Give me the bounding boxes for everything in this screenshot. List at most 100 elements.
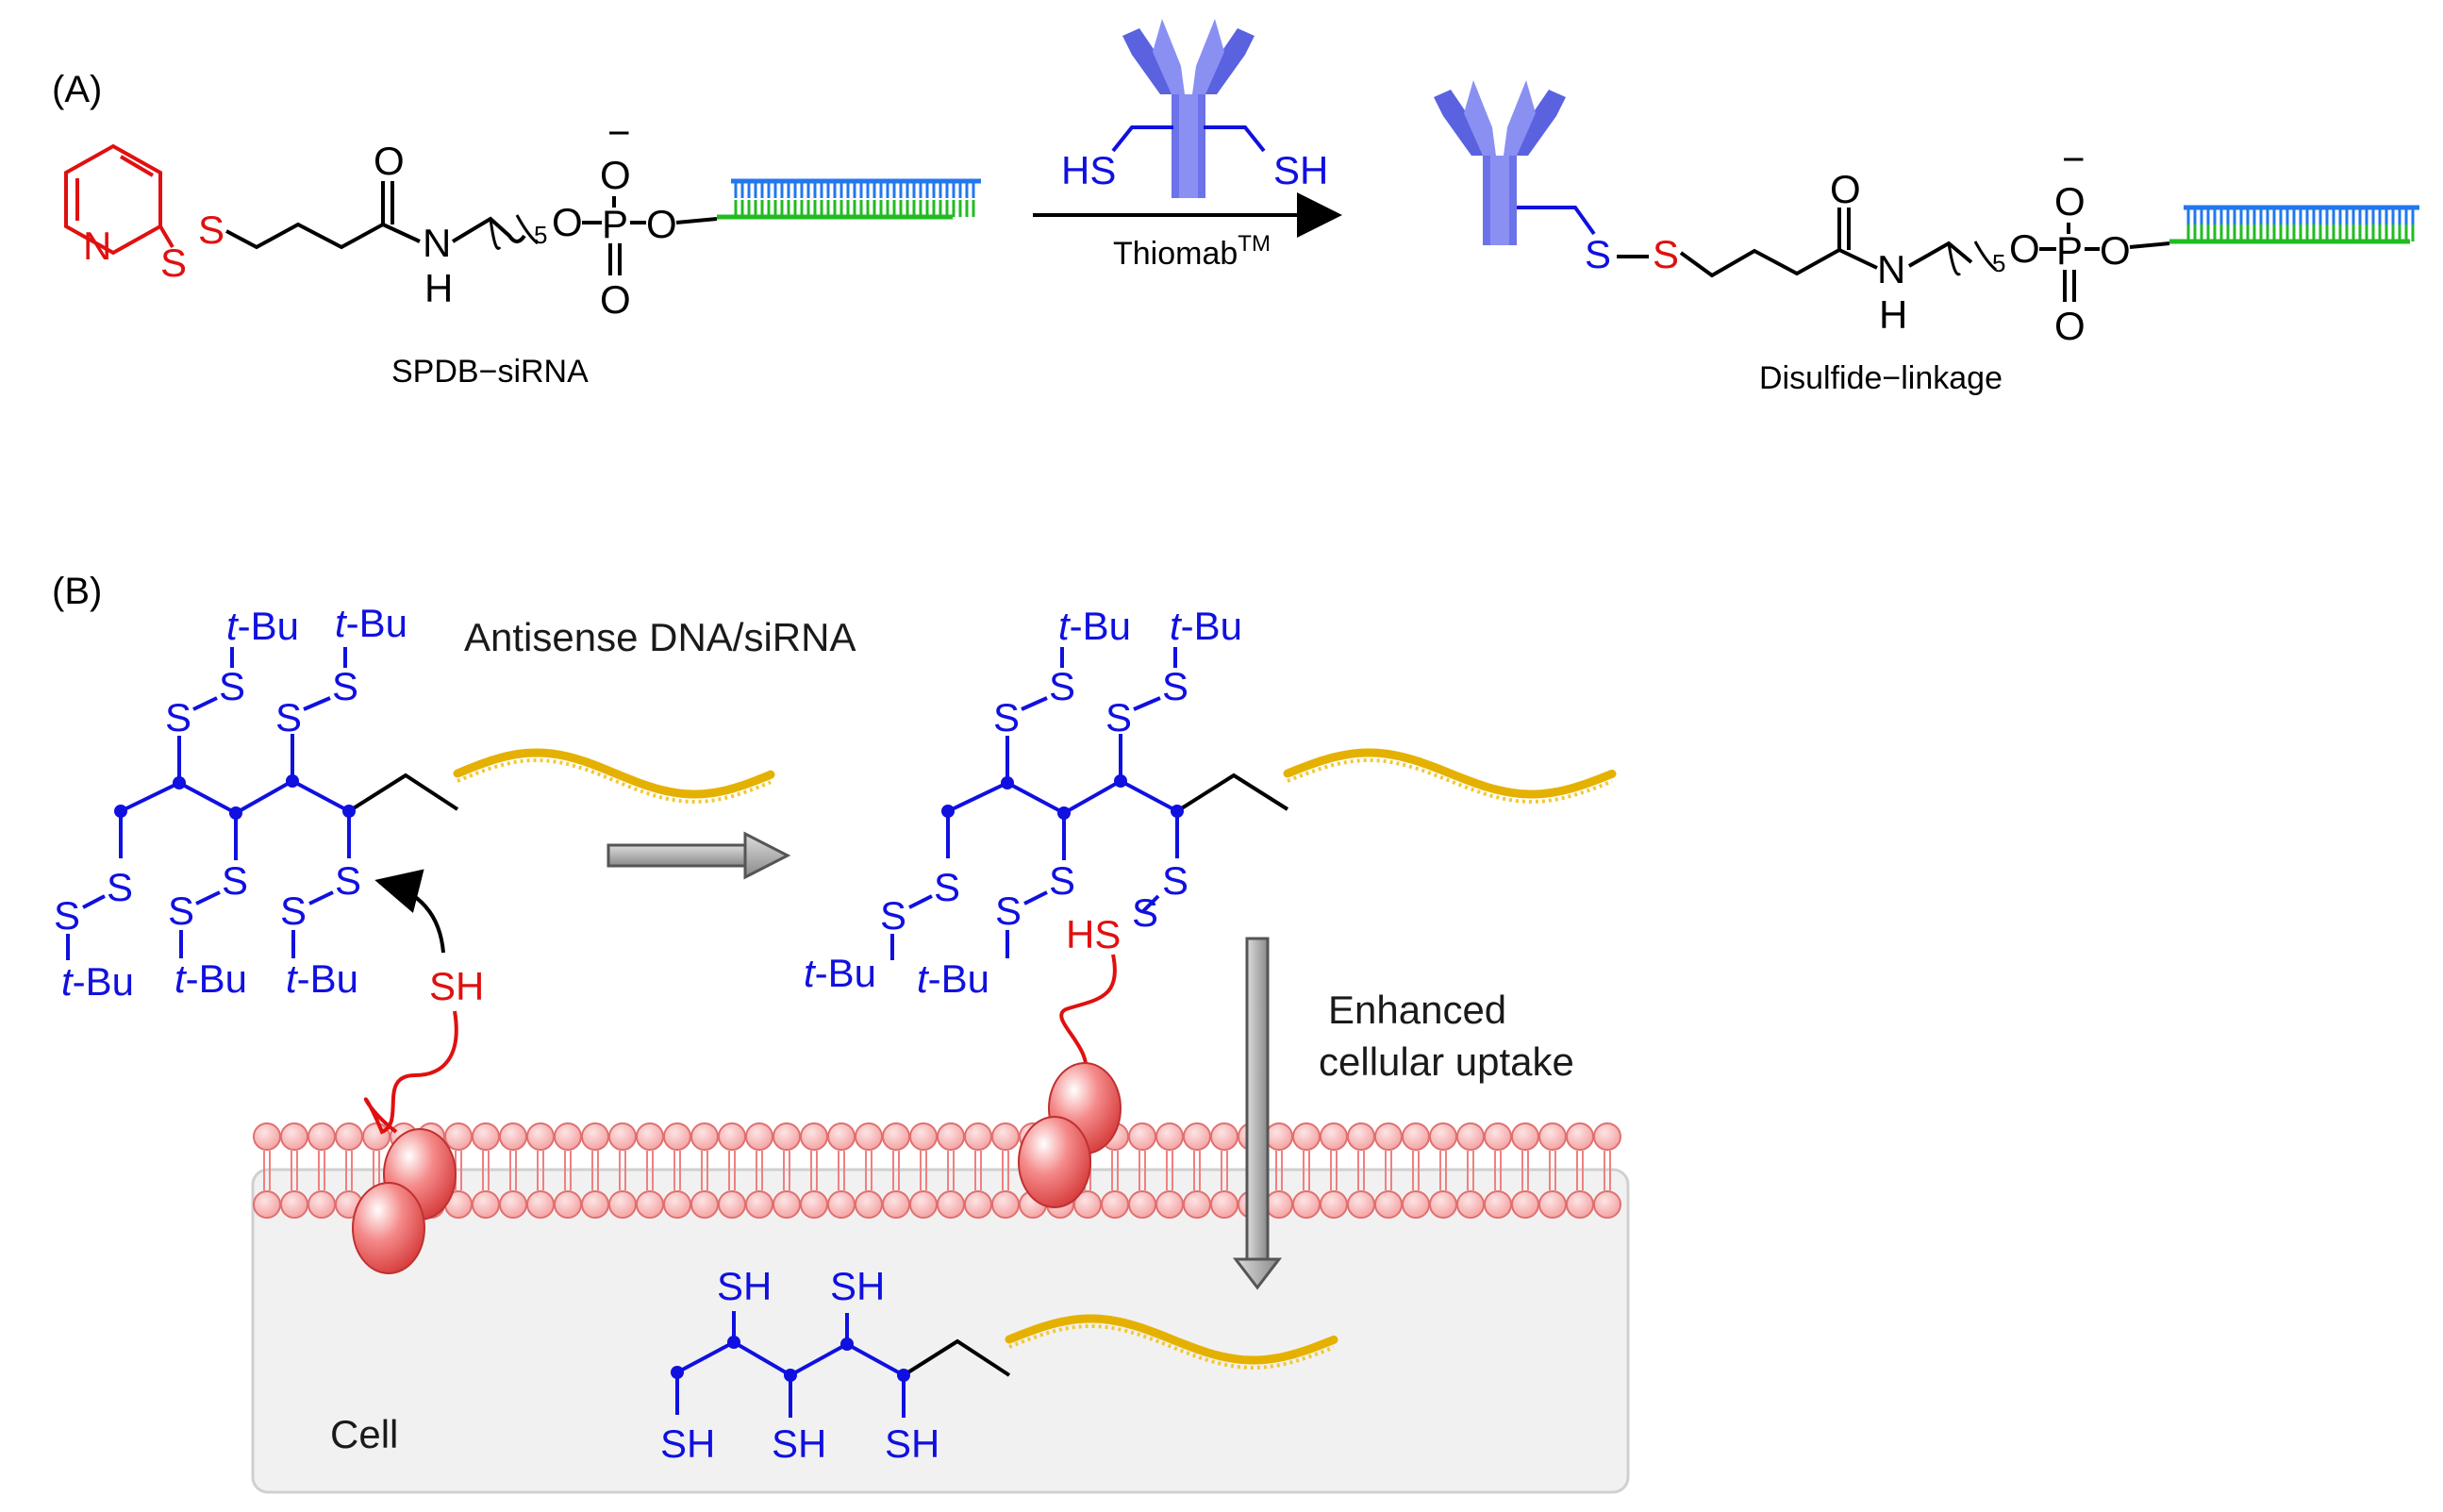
uptake-line2: cellular uptake <box>1319 1039 1574 1084</box>
left-top2-s2: S <box>332 664 358 708</box>
polymer-right-linker <box>1175 773 1289 813</box>
product-sulfur-blue: S <box>1585 232 1611 276</box>
product-carbonyl-oxygen: O <box>1830 167 1861 211</box>
phosphate-o-minus: O <box>600 153 631 197</box>
product-antibody-icon <box>1434 80 1566 245</box>
left-bot3-s1: S <box>335 858 361 903</box>
product-amide-nitrogen: N <box>1877 247 1905 291</box>
amide-hydrogen: H <box>424 266 453 310</box>
panel-a-label: (A) <box>52 69 102 110</box>
left-bot1-s2: S <box>54 893 80 938</box>
block-arrow-vertical <box>1232 937 1283 1290</box>
sirna-duplex-reagent <box>717 178 981 220</box>
product-minus-sign: − <box>2062 137 2086 181</box>
left-bot2-s1: S <box>222 858 248 903</box>
product-linker-chain <box>1679 208 1841 278</box>
right-bot2-s2: S <box>995 889 1022 933</box>
polymer-left <box>119 734 351 860</box>
product-phosphorus: P <box>2056 228 2083 273</box>
antibody-sh-right-bond <box>1204 125 1266 153</box>
phosphate-o-double: O <box>600 277 631 322</box>
membrane-protein-icon-left <box>352 1128 457 1274</box>
right-bot2-s1: S <box>1049 858 1075 903</box>
phosphorus: P <box>602 202 628 246</box>
left-thiol-chain <box>363 1010 458 1135</box>
pyridine-nitrogen: N <box>83 224 111 268</box>
attack-arrow <box>374 869 445 954</box>
cell-area <box>251 1168 1630 1494</box>
hexyl-chain <box>451 216 526 243</box>
oligo-strand-icon-cell <box>1005 1314 1338 1370</box>
right-top2-s1: S <box>1105 695 1132 739</box>
right-protein-hs: HS <box>1066 912 1121 956</box>
left-bot2-tbu: t-Bu <box>174 956 247 1001</box>
right-bot3-s: S <box>1162 858 1188 903</box>
left-bot1-s1: S <box>107 865 133 909</box>
product-amide-hydrogen: H <box>1879 292 1907 337</box>
right-bot2-tbu: t-Bu <box>917 956 989 1001</box>
product-phosphate-o-double: O <box>2054 304 2086 348</box>
linker-chain <box>225 181 385 250</box>
cell-sh-bot3: SH <box>885 1421 939 1466</box>
right-bot1-tbu: t-Bu <box>804 951 876 995</box>
antibody-hs-left: HS <box>1061 148 1116 192</box>
oligo-strand-icon-right <box>1283 748 1617 804</box>
cell-sh-bot1: SH <box>660 1421 715 1466</box>
linker-chain-2 <box>382 223 421 243</box>
left-bot3-tbu: t-Bu <box>286 956 358 1001</box>
membrane-protein-icon-right <box>1018 1062 1122 1208</box>
product-sulfur-red: S <box>1653 232 1679 276</box>
product-ester-oxygen-1: O <box>2009 226 2040 271</box>
product-phosphate-o-minus: O <box>2054 179 2086 224</box>
minus-sign: − <box>607 110 631 155</box>
right-bot1-s1: S <box>934 865 960 909</box>
panel-b-title: Antisense DNA/siRNA <box>464 615 856 659</box>
left-thiol-sh: SH <box>429 964 484 1008</box>
right-bot1-s2: S <box>880 893 906 938</box>
reagent-label: SPDB−siRNA <box>391 354 589 390</box>
product-ester-oxygen-2: O <box>2100 228 2131 273</box>
cell-label: Cell <box>330 1412 398 1456</box>
amide-nitrogen: N <box>423 221 451 265</box>
ester-oxygen-1: O <box>552 200 583 244</box>
cell-sh-top1: SH <box>717 1264 772 1308</box>
antibody-sh-right: SH <box>1273 148 1328 192</box>
left-top1-s1: S <box>165 695 191 739</box>
ester-oxygen-2: O <box>646 202 677 246</box>
cell-sh-top2: SH <box>830 1264 885 1308</box>
right-top1-s2: S <box>1049 664 1075 708</box>
right-top1-s1: S <box>993 695 1020 739</box>
sirna-duplex-product <box>2169 205 2419 244</box>
pyridine-sulfur-2: S <box>198 208 224 252</box>
carbonyl-oxygen: O <box>374 139 405 183</box>
cell-sh-bot2: SH <box>772 1421 826 1466</box>
pyridine-sulfur-1: S <box>160 241 187 285</box>
panel-b-label: (B) <box>52 571 102 612</box>
right-top2-tbu: t-Bu <box>1170 604 1242 648</box>
product-label: Disulfide−linkage <box>1759 360 2003 396</box>
left-top2-s1: S <box>275 695 302 739</box>
polymer-left-nodes <box>114 774 356 820</box>
polymer-left-linker <box>347 773 459 813</box>
oligo-strand-icon-left <box>453 748 775 804</box>
polymer-cell-nodes <box>671 1336 910 1382</box>
antibody-icon <box>1122 19 1255 198</box>
block-arrow-horizontal <box>607 831 791 880</box>
left-top1-tbu: t-Bu <box>226 604 299 648</box>
left-bot1-tbu: t-Bu <box>61 959 134 1004</box>
polymer-cell-linker <box>902 1338 1011 1377</box>
right-top1-tbu: t-Bu <box>1058 604 1131 648</box>
left-top1-s2: S <box>219 664 245 708</box>
right-bot3-s2: S <box>1132 890 1158 935</box>
polymer-right-nodes <box>941 774 1184 820</box>
pyridine-ring <box>64 143 162 256</box>
left-top2-tbu: t-Bu <box>335 601 407 645</box>
left-bot2-s2: S <box>168 889 194 933</box>
right-top2-s2: S <box>1162 664 1188 708</box>
left-bot3-s2: S <box>280 889 307 933</box>
chain-subscript: 5 <box>534 221 547 249</box>
right-thiol-chain <box>1059 954 1117 1076</box>
product-chain-subscript: 5 <box>1992 249 2005 277</box>
uptake-line1: Enhanced <box>1328 988 1506 1032</box>
